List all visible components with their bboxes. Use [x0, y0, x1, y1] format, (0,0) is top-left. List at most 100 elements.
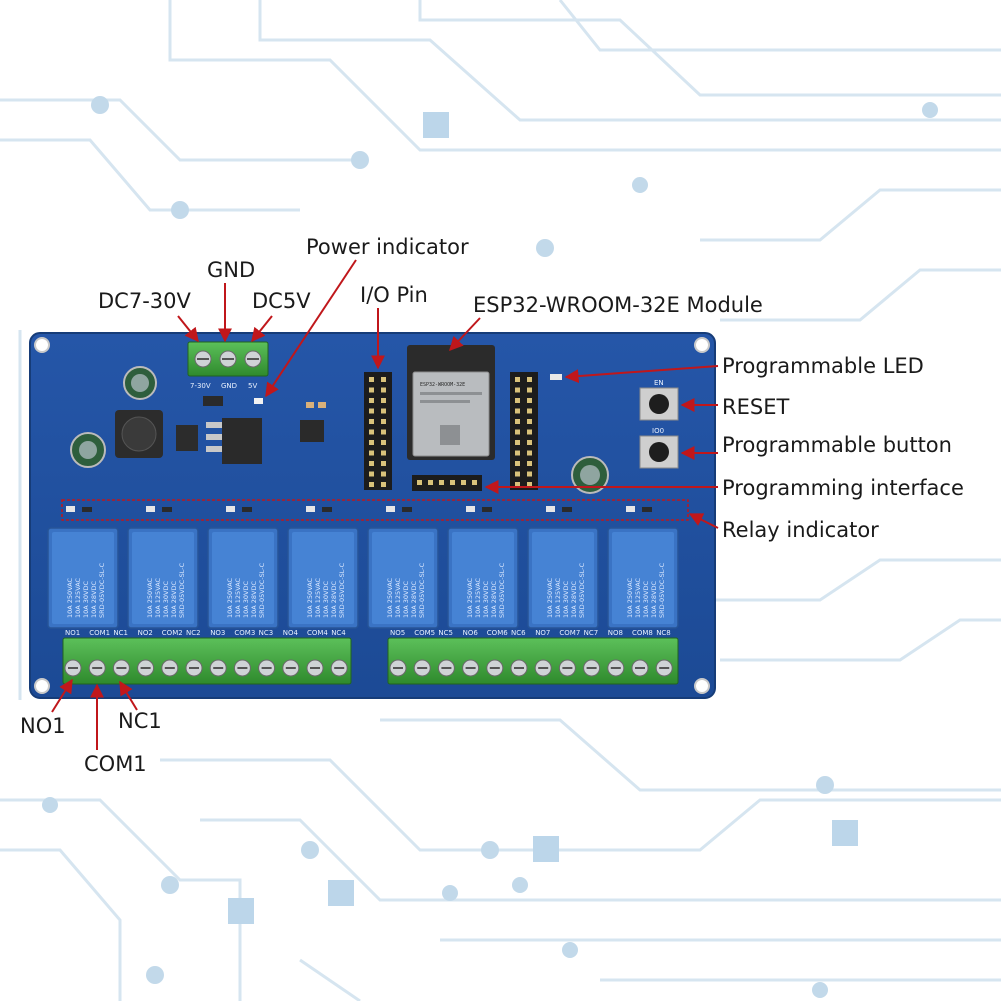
- terminal-silk-label: NC6: [511, 629, 526, 637]
- relay-marking: 10A 250VAC: [626, 577, 634, 618]
- relay-marking: 10A 30VDC: [642, 580, 650, 618]
- relay-marking: 10A 30VDC: [402, 580, 410, 618]
- relay-resistor: [82, 507, 92, 512]
- relay-resistor: [642, 507, 652, 512]
- header-pin: [369, 440, 374, 445]
- header-pin: [369, 419, 374, 424]
- silk-gnd: GND: [221, 382, 237, 390]
- programming-pin: [417, 480, 422, 485]
- label-relay-indicator: Relay indicator: [722, 518, 879, 542]
- terminal-silk-label: NO2: [138, 629, 153, 637]
- pointer-relay-indicator: [688, 513, 719, 529]
- terminal-silk-label: NC5: [438, 629, 453, 637]
- relay-marking: 10A 250VAC: [386, 577, 394, 618]
- mount-hole-top-right: [694, 337, 710, 353]
- relay-marking: SRD-05VDC-SL-C: [258, 562, 266, 618]
- relay-led: [66, 506, 75, 512]
- header-pin: [527, 387, 532, 393]
- relay-marking: 10A 250VAC: [306, 577, 314, 618]
- io-pin-header-left: [364, 372, 392, 490]
- label-programmable-led: Programmable LED: [722, 354, 924, 378]
- header-pin: [381, 471, 386, 477]
- esp32-module: ESP32-WROOM-32E: [407, 345, 495, 460]
- relay-marking: 10A 28VDC: [490, 580, 498, 618]
- relay-marking: 10A 250VAC: [66, 577, 74, 618]
- programmable-led-part: [550, 374, 562, 380]
- header-pin: [381, 429, 386, 435]
- relay-led: [626, 506, 635, 512]
- label-reset: RESET: [722, 395, 789, 419]
- header-pin: [515, 377, 520, 382]
- header-pin: [381, 461, 386, 466]
- diode: [176, 425, 198, 451]
- mount-hole-top-left: [34, 337, 50, 353]
- silk-en: EN: [654, 379, 664, 387]
- header-pin: [369, 429, 374, 435]
- terminal-silk-label: COM3: [234, 629, 255, 637]
- header-pins: [369, 377, 532, 487]
- relay-marking: SRD-05VDC-SL-C: [338, 562, 346, 618]
- header-pin: [527, 398, 532, 403]
- terminal-silk-label: NC8: [656, 629, 671, 637]
- relay-marking: 10A 30VDC: [322, 580, 330, 618]
- label-programming-interface: Programming interface: [722, 476, 964, 500]
- relay-marking: SRD-05VDC-SL-C: [578, 562, 586, 618]
- relay-led: [306, 506, 315, 512]
- relay-marking: SRD-05VDC-SL-C: [98, 562, 106, 618]
- silk-5v: 5V: [248, 382, 257, 390]
- header-pin: [527, 461, 532, 466]
- relay-marking: SRD-05VDC-SL-C: [498, 562, 506, 618]
- programming-pin: [439, 480, 444, 485]
- relay-marking: 10A 28VDC: [330, 580, 338, 618]
- header-pin: [515, 398, 520, 403]
- circuit-squares: [228, 112, 858, 924]
- pointer-nc1: [119, 680, 138, 711]
- relay-led: [546, 506, 555, 512]
- terminal-silk-label: NO3: [210, 629, 225, 637]
- terminal-silk-label: NO1: [65, 629, 80, 637]
- label-no1: NO1: [20, 714, 66, 738]
- header-pin: [527, 440, 532, 445]
- power-led: [254, 398, 263, 404]
- relay-resistor: [162, 507, 172, 512]
- voltage-regulator: [222, 418, 262, 464]
- header-pin: [369, 461, 374, 466]
- silk-io0: IO0: [652, 427, 664, 435]
- relay-marking: 10A 28VDC: [90, 580, 98, 618]
- header-pin: [527, 450, 532, 456]
- relay-terminal-block-right: [387, 637, 679, 685]
- label-dc7-30v: DC7-30V: [98, 289, 191, 313]
- programming-pin: [450, 480, 455, 485]
- relay-marking: 10A 125VAC: [554, 577, 562, 618]
- header-pin: [515, 440, 520, 445]
- relay-terminal-block-left: [62, 637, 352, 685]
- header-pin: [369, 482, 374, 487]
- relay-indicator-frame: [61, 499, 689, 521]
- relay-marking: 10A 250VAC: [226, 577, 234, 618]
- relay-marking: 10A 30VDC: [82, 580, 90, 618]
- programming-pins: [417, 480, 477, 485]
- programming-pin: [472, 480, 477, 485]
- header-pin: [369, 398, 374, 403]
- header-pin: [515, 450, 520, 456]
- terminal-silk-label: COM4: [307, 629, 328, 637]
- terminal-silk-label: NC7: [584, 629, 599, 637]
- terminal-silk-label: NO8: [608, 629, 623, 637]
- header-pin: [381, 440, 386, 445]
- header-pin: [381, 482, 386, 487]
- silk-7-30v: 7-30V: [190, 382, 211, 390]
- pointer-dc7-30v: [177, 315, 199, 343]
- terminal-silk-label: COM6: [487, 629, 508, 637]
- header-pin: [381, 419, 386, 424]
- label-com1: COM1: [84, 752, 147, 776]
- terminal-silk-label: NO5: [390, 629, 405, 637]
- label-esp32-module: ESP32-WROOM-32E Module: [473, 293, 763, 317]
